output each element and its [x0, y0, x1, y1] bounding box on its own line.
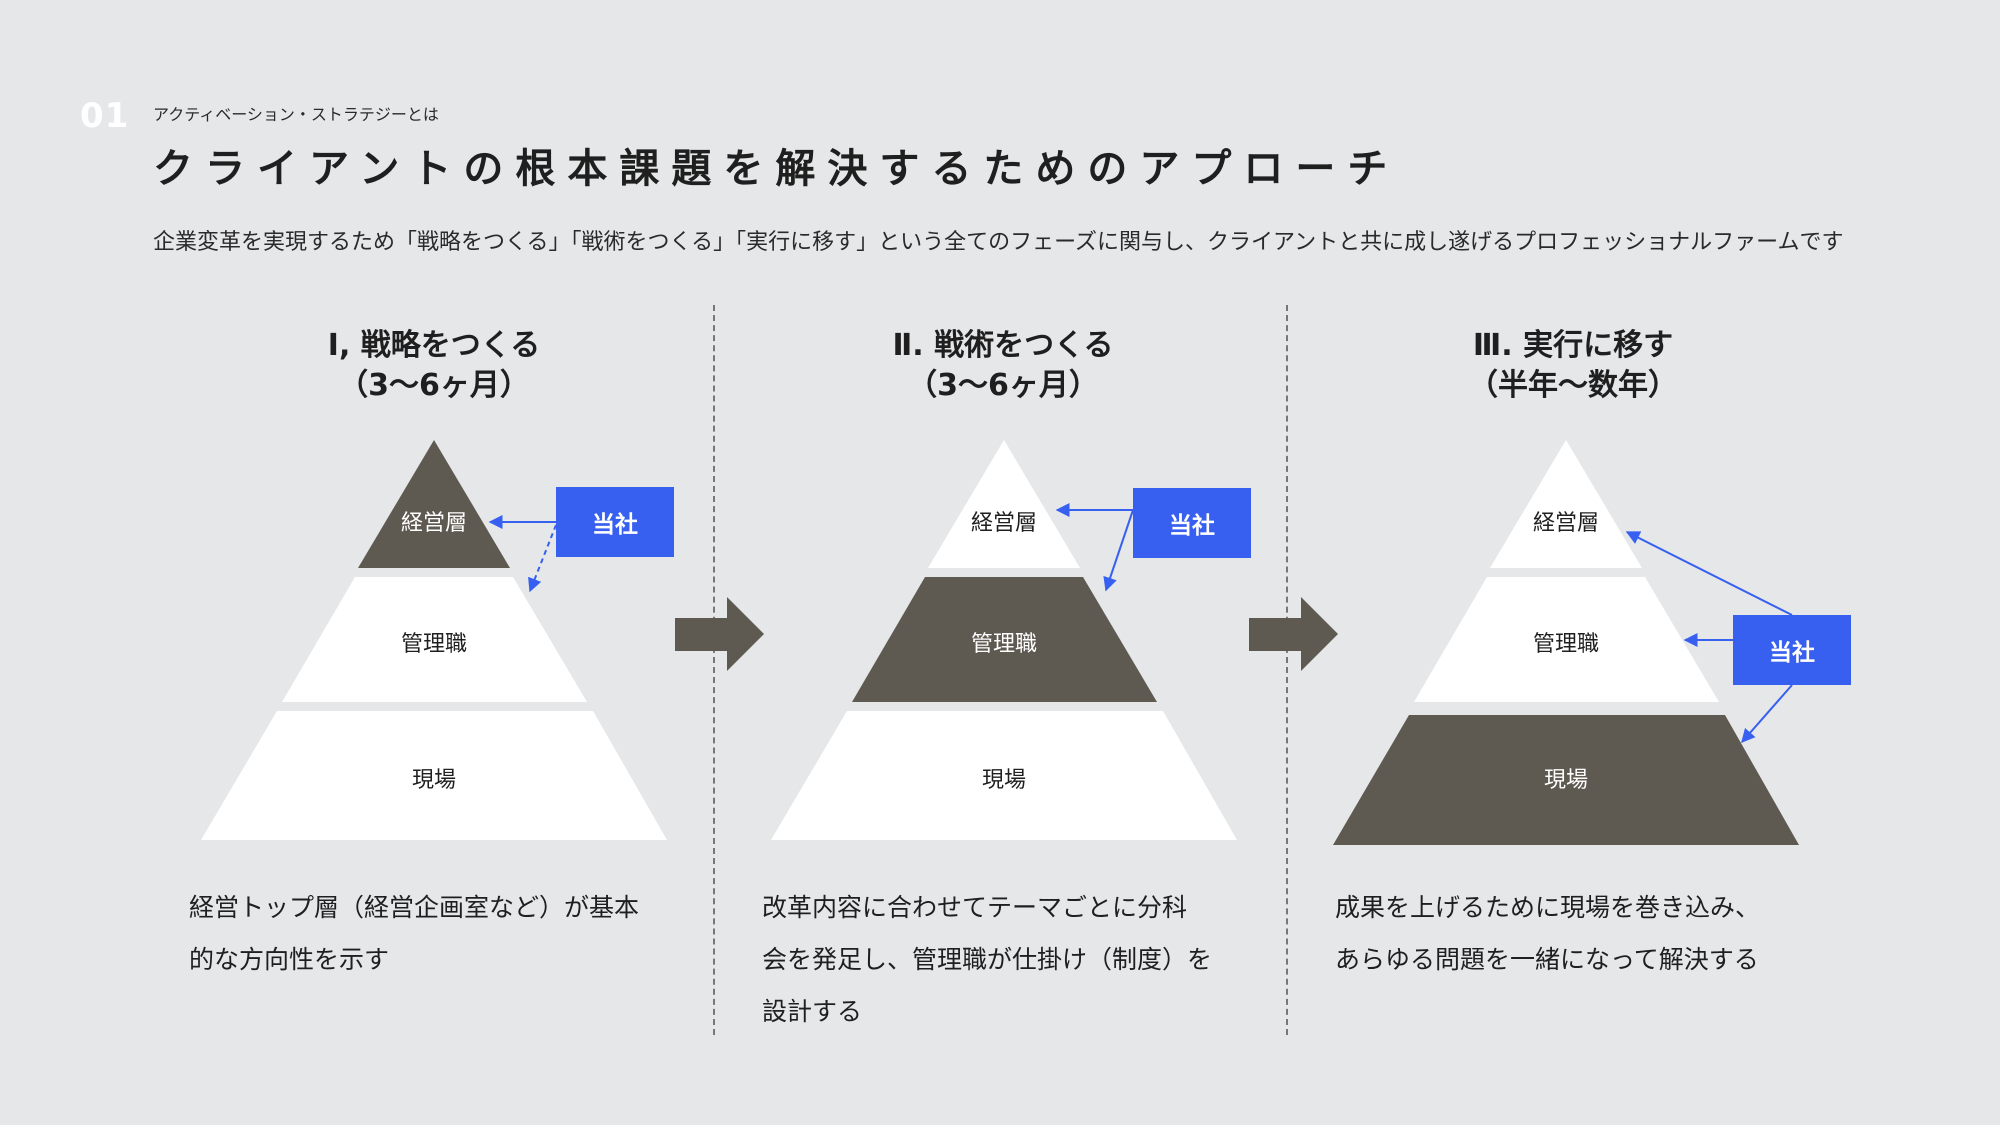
pyramid-1-top-tier [358, 440, 510, 568]
lead-text: 企業変革を実現するため「戦略をつくる」「戦術をつくる」「実行に移す」という全ての… [153, 230, 1844, 255]
phase-2-title: Ⅱ. 戦術をつくる [892, 328, 1114, 363]
phase-2-desc-line-2: 会を発足し、管理職が仕掛け（制度）を [762, 945, 1213, 974]
pyramid-phase-2: 経営層 管理職 現場 当社 [771, 440, 1251, 840]
pyramid-1-middle-label: 管理職 [401, 632, 467, 657]
phase-2-description: 改革内容に合わせてテーマごとに分科 会を発足し、管理職が仕掛け（制度）を 設計す… [762, 882, 1262, 1038]
pyramid-3-bottom-label: 現場 [1544, 768, 1588, 793]
pyramid-3-middle-tier [1414, 577, 1719, 702]
slide-number: 01 [80, 96, 130, 136]
phase-2-desc-line-1: 改革内容に合わせてテーマごとに分科 [762, 893, 1188, 922]
company-arrow-2-middle [1103, 509, 1134, 592]
company-arrow-3-top [1625, 531, 1793, 616]
phase-3-desc-line-1: 成果を上げるために現場を巻き込み、 [1335, 893, 1761, 922]
phase-arrow-1 [675, 597, 764, 671]
section-kicker: アクティベーション・ストラテジーとは [153, 105, 439, 124]
phase-3-title: Ⅲ. 実行に移す [1472, 328, 1674, 363]
pyramid-2-top-tier [928, 440, 1080, 568]
company-label-1: 当社 [592, 511, 638, 538]
pyramid-2-middle-label: 管理職 [971, 632, 1037, 657]
phase-2-heading: Ⅱ. 戦術をつくる （3〜6ヶ月） [813, 326, 1193, 406]
pyramid-3-top-label: 経営層 [1533, 511, 1599, 536]
phase-1-desc-line-1: 経営トップ層（経営企画室など）が基本 [189, 893, 640, 922]
company-label-2: 当社 [1169, 512, 1215, 539]
phase-3-heading: Ⅲ. 実行に移す （半年〜数年） [1383, 326, 1763, 406]
pyramid-3-bottom-tier [1333, 715, 1799, 845]
company-box-2 [1133, 488, 1251, 558]
pyramid-phase-1: 経営層 管理職 現場 当社 [201, 440, 674, 840]
company-box-1 [556, 487, 674, 557]
phase-arrow-2 [1249, 597, 1338, 671]
phase-1-description: 経営トップ層（経営企画室など）が基本 的な方向性を示す [189, 882, 689, 986]
phase-1-heading: Ⅰ, 戦略をつくる （3〜6ヶ月） [244, 326, 624, 406]
phase-divider-2 [1286, 305, 1288, 1035]
pyramid-3-top-tier [1490, 440, 1642, 568]
pyramid-1-bottom-label: 現場 [412, 768, 456, 793]
phase-divider-1 [713, 305, 715, 1035]
page-title: クライアントの根本課題を解決するためのアプローチ [153, 146, 1400, 192]
phase-1-title: Ⅰ, 戦略をつくる [327, 328, 541, 363]
pyramid-3-middle-label: 管理職 [1533, 632, 1599, 657]
company-arrow-1-middle [528, 524, 557, 593]
company-box-3 [1733, 615, 1851, 685]
pyramid-1-top-label: 経営層 [401, 511, 467, 536]
pyramid-phase-3: 経営層 管理職 現場 当社 [1333, 440, 1851, 845]
phase-3-duration: （半年〜数年） [1468, 368, 1678, 403]
pyramid-2-bottom-tier [771, 711, 1237, 840]
pyramid-2-top-label: 経営層 [971, 511, 1037, 536]
phase-3-description: 成果を上げるために現場を巻き込み、 あらゆる問題を一緒になって解決する [1335, 882, 1835, 986]
phase-1-duration: （3〜6ヶ月） [338, 368, 530, 403]
pyramid-1-bottom-tier [201, 711, 667, 840]
phase-1-desc-line-2: 的な方向性を示す [189, 945, 390, 974]
company-label-3: 当社 [1769, 639, 1815, 666]
phase-2-duration: （3〜6ヶ月） [907, 368, 1099, 403]
phase-2-desc-line-3: 設計する [762, 997, 863, 1026]
phase-3-desc-line-2: あらゆる問題を一緒になって解決する [1335, 945, 1759, 974]
pyramid-1-middle-tier [282, 577, 587, 702]
pyramid-2-bottom-label: 現場 [982, 768, 1026, 793]
company-arrow-3-bottom [1741, 684, 1793, 744]
pyramid-2-middle-tier [852, 577, 1157, 702]
